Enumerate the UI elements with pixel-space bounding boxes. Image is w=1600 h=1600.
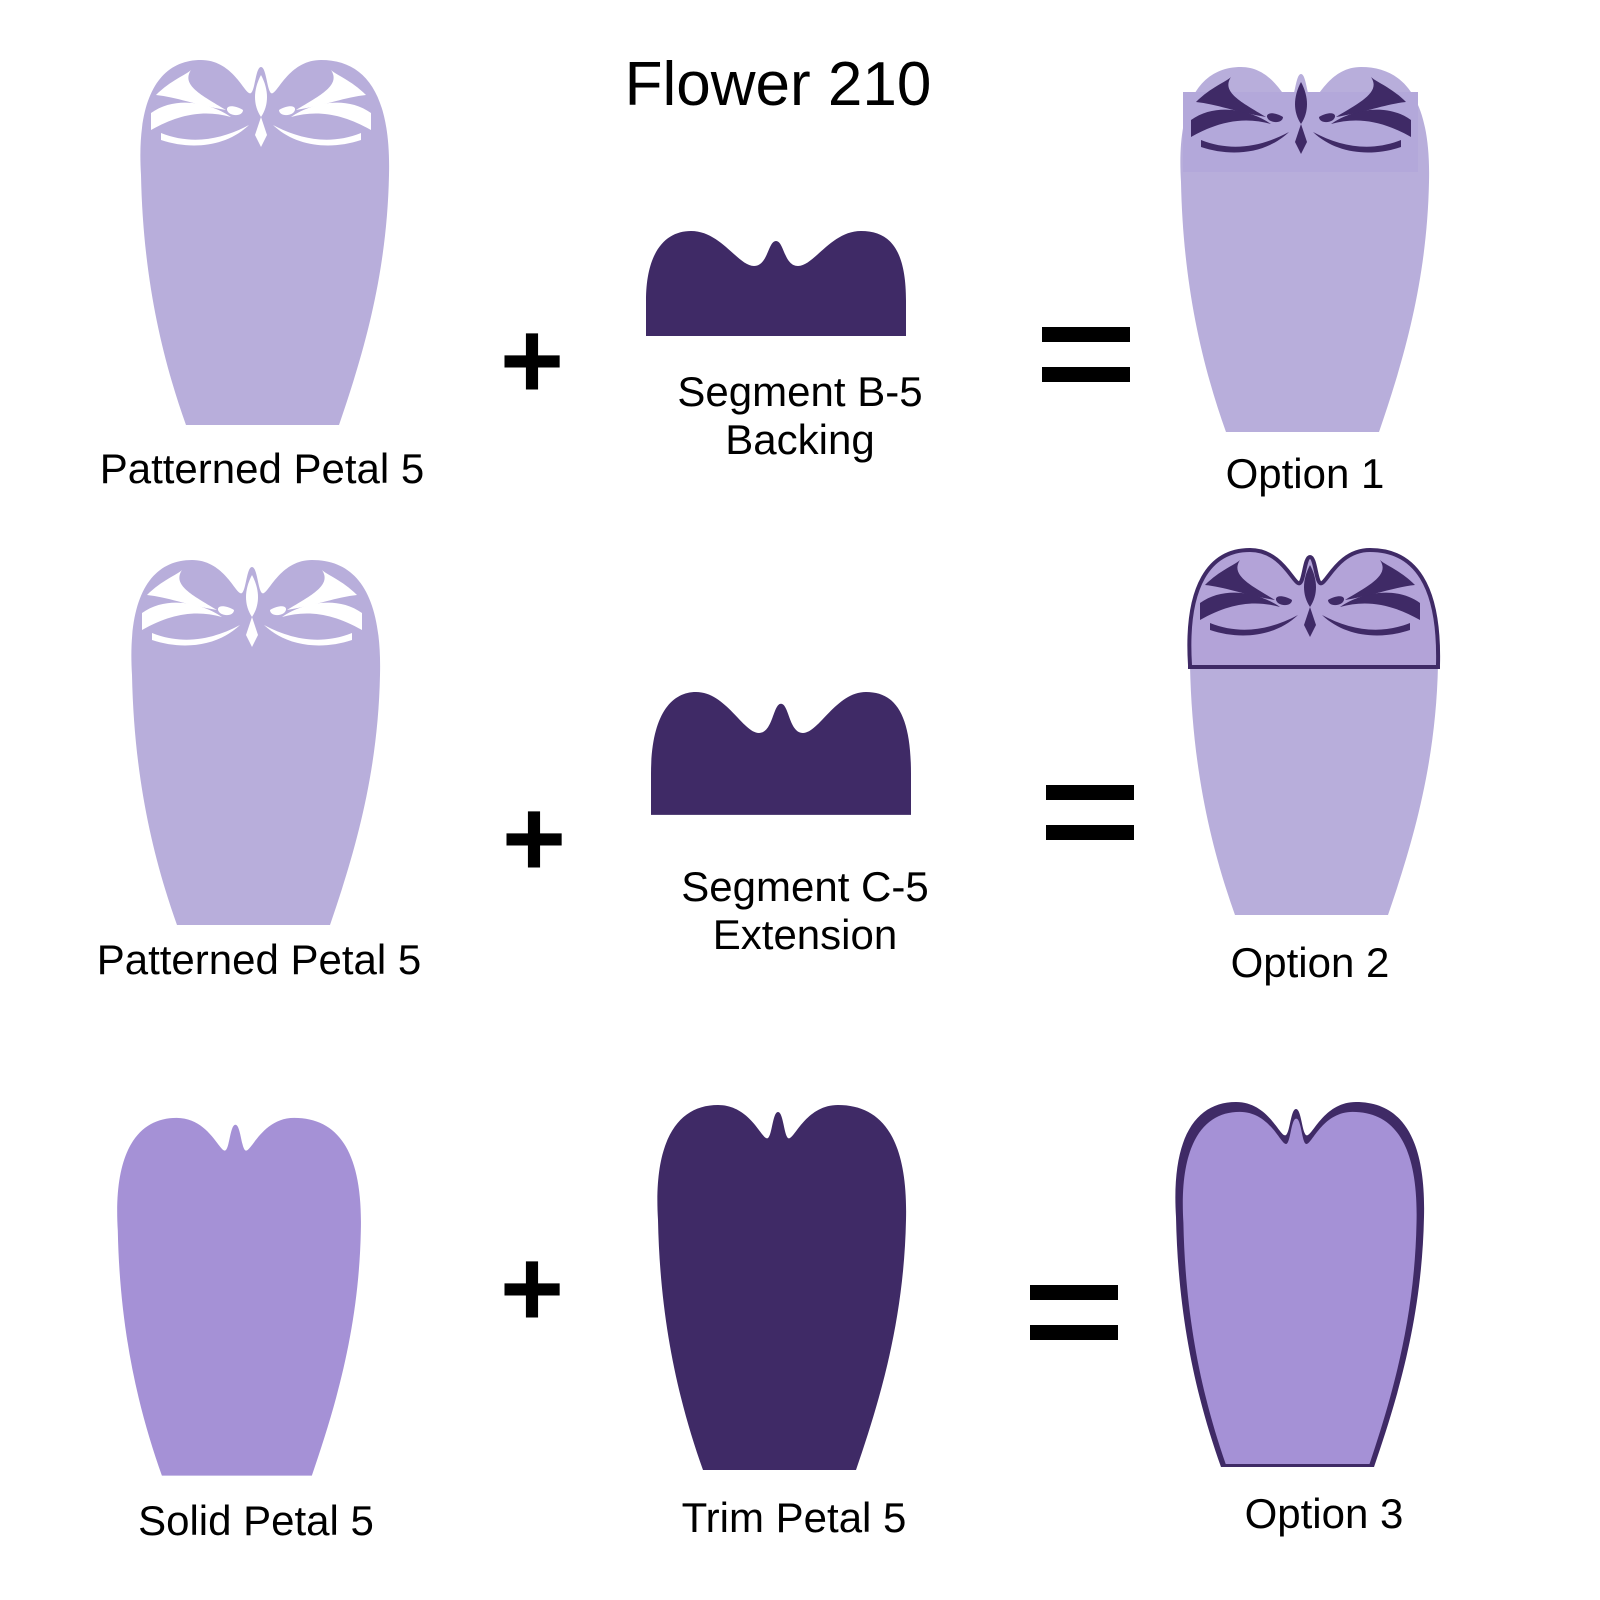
plus-sign-2: + <box>502 777 566 900</box>
middle-label-2a: Segment C-5 <box>681 863 928 910</box>
result-label-1: Option 1 <box>1226 450 1385 497</box>
middle-label-1b: Backing <box>725 416 874 463</box>
plus-sign-1: + <box>500 299 564 422</box>
result-label-2: Option 2 <box>1231 939 1390 986</box>
page-title: Flower 210 <box>625 50 932 119</box>
result-label-3: Option 3 <box>1245 1490 1404 1537</box>
middle-label-3: Trim Petal 5 <box>682 1494 907 1541</box>
option-3-petal <box>1175 1102 1425 1467</box>
left-label-3: Solid Petal 5 <box>138 1497 374 1544</box>
patterned-petal-1 <box>140 60 390 425</box>
trim-petal-shape <box>657 1105 907 1470</box>
segment-b5-shape <box>646 231 906 336</box>
segment-c5-shape <box>651 692 911 815</box>
left-label-2: Patterned Petal 5 <box>97 936 422 983</box>
patterned-petal-2 <box>131 560 381 925</box>
middle-label-1a: Segment B-5 <box>677 368 922 415</box>
equals-sign-1 <box>1042 327 1130 382</box>
equals-sign-3 <box>1030 1285 1118 1340</box>
plus-sign-3: + <box>500 1227 564 1350</box>
equals-sign-2 <box>1046 785 1134 840</box>
option-2-petal <box>1187 547 1441 915</box>
left-label-1: Patterned Petal 5 <box>100 445 425 492</box>
middle-label-2b: Extension <box>713 911 897 958</box>
option-1-petal <box>1180 67 1430 432</box>
solid-petal-shape <box>117 1117 361 1476</box>
